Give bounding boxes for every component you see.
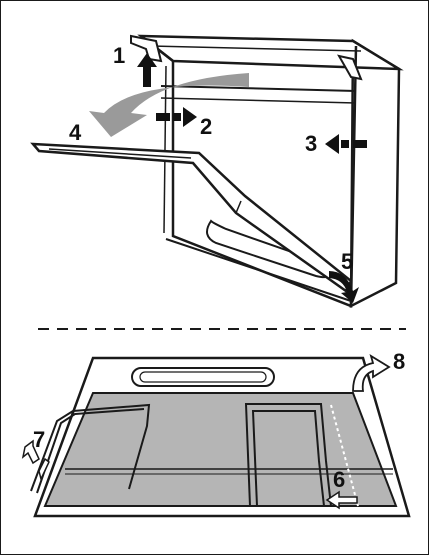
step-label-5: 5 <box>341 249 353 274</box>
step-label-1: 1 <box>113 43 125 68</box>
left-wire-bracket <box>30 403 151 494</box>
step-label-7: 7 <box>33 427 45 452</box>
right-wire-frame <box>244 403 333 507</box>
arrow-1 <box>137 53 157 87</box>
step-label-2: 2 <box>200 114 212 139</box>
tray-slot <box>131 367 275 387</box>
arrow-8 <box>352 354 391 392</box>
lower-illustration: 6 7 8 <box>21 349 411 518</box>
unit-front-frame <box>140 35 358 308</box>
unit-top-panel <box>137 34 404 71</box>
arrow-6 <box>325 490 358 510</box>
arrow-5 <box>329 271 359 303</box>
arrow-3 <box>325 134 367 154</box>
unit-side-panel <box>349 38 401 309</box>
step-label-8: 8 <box>393 349 405 374</box>
step-label-4: 4 <box>69 120 82 145</box>
right-clip <box>337 54 363 81</box>
arrow-7 <box>21 439 50 482</box>
step-label-3: 3 <box>305 131 317 156</box>
arrow-2 <box>156 107 197 127</box>
step-label-6: 6 <box>333 467 345 492</box>
gray-curved-arrow <box>89 73 249 137</box>
upper-illustration: 1 2 3 4 5 <box>30 34 404 309</box>
front-cover-panel <box>30 142 353 293</box>
